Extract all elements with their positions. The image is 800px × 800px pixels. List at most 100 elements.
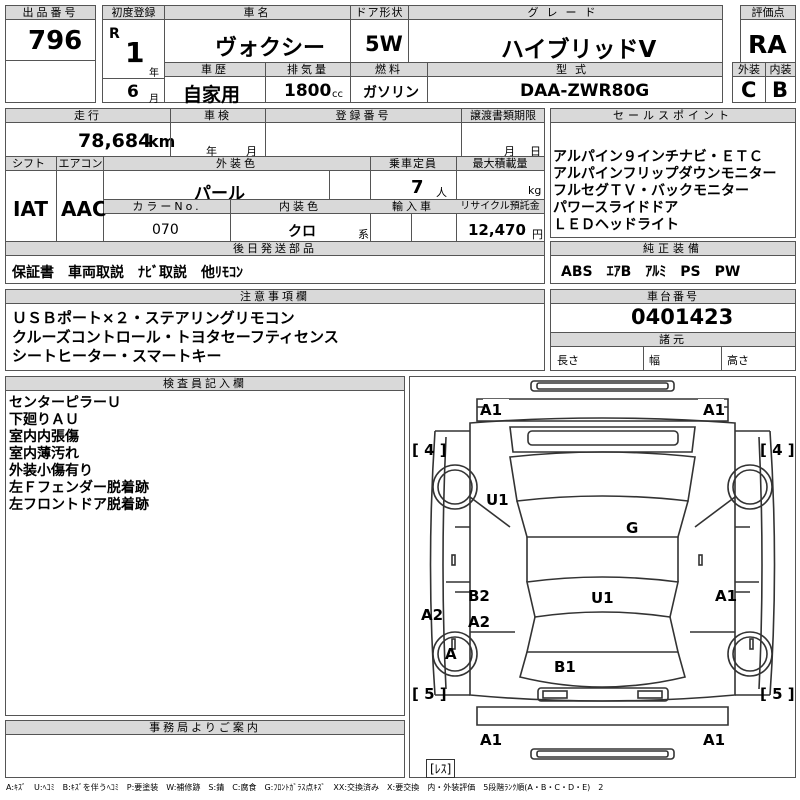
- import-label: 輸入車: [370, 199, 456, 214]
- notes-box: 注意事項欄 ＵＳＢポート×２・ステアリングリモコン クルーズコントロール・トヨタ…: [5, 289, 545, 371]
- details-block: 走行 78,684 km 車検 年 月 登録番号 譲渡書類期限 月 日 シフト …: [5, 108, 545, 284]
- damage-mark: A2: [468, 613, 491, 631]
- damage-mark: B1: [554, 658, 576, 676]
- inspector-box: 検査員記入欄 センターピラーＵ 下廻りＡＵ 室内内張傷 室内薄汚れ 外装小傷有り…: [5, 376, 405, 716]
- shift: IAT: [13, 197, 49, 221]
- damage-mark: A1: [480, 401, 503, 419]
- damage-mark: A1: [715, 587, 738, 605]
- displacement-box: 排気量 1800 cc: [265, 62, 351, 103]
- fuel-label: 燃料: [351, 63, 427, 77]
- note-line: ＵＳＢポート×２・ステアリングリモコン: [12, 309, 295, 327]
- shift-label: シフト: [6, 157, 57, 171]
- inspector-line: 室内内張傷: [9, 429, 79, 445]
- grade: ハイブリッドV: [501, 37, 657, 63]
- lot-number-label: 出品番号: [6, 6, 95, 20]
- model-box: 型式 DAA-ZWR80G: [427, 62, 723, 103]
- chassis-number: 0401423: [631, 305, 734, 329]
- displacement: 1800: [284, 81, 332, 101]
- fuel: ガソリン: [363, 85, 419, 101]
- inspector-line: 左Ｆフェンダー脱着跡: [9, 480, 149, 496]
- interior-color-label: 内装色: [230, 199, 370, 214]
- note-line: クルーズコントロール・トヨタセーフティセンス: [12, 328, 339, 346]
- sales-point: パワースライドドア: [553, 200, 679, 216]
- damage-mark: [ 5 ]: [412, 685, 447, 703]
- damage-mark: [ 5 ]: [760, 685, 795, 703]
- damage-mark: A2: [421, 606, 444, 624]
- car-name-box: 車名 ヴォクシー: [164, 5, 351, 63]
- km-unit: km: [148, 132, 176, 151]
- model-label: 型式: [428, 63, 722, 77]
- inspector-line: 左フロントドア脱着跡: [9, 497, 149, 513]
- damage-mark: [ 4 ]: [760, 441, 795, 459]
- sales-point: アルパインフリップダウンモニター: [553, 166, 777, 182]
- max-load-label: 最大積載量: [456, 157, 544, 171]
- model-code: DAA-ZWR80G: [520, 81, 650, 101]
- registration-number-label: 登録番号: [266, 109, 461, 123]
- inspector-label: 検査員記入欄: [6, 377, 404, 391]
- office-box: 事務局よりご案内: [5, 720, 405, 778]
- width-label: 幅: [649, 354, 660, 367]
- fuel-box: 燃料 ガソリン: [350, 62, 428, 103]
- sales-point: アルパイン９インチナビ・ＥＴＣ: [553, 149, 763, 165]
- interior-color: クロ: [288, 224, 316, 240]
- height-label: 高さ: [727, 354, 749, 367]
- damage-mark: U1: [486, 491, 509, 509]
- interior-grade: B: [772, 78, 789, 102]
- mileage-label: 走行: [6, 109, 170, 123]
- month-unit: 月: [149, 94, 159, 105]
- exterior-grade-box: 外装 C: [732, 62, 766, 103]
- door-label: ドア形状: [351, 6, 408, 20]
- capacity: 7: [411, 177, 424, 198]
- notes-list: ＵＳＢポート×２・ステアリングリモコン クルーズコントロール・トヨタセーフティセ…: [12, 309, 339, 366]
- color-family-unit: 系: [358, 228, 369, 241]
- inspector-notes: センターピラーＵ 下廻りＡＵ 室内内張傷 室内薄汚れ 外装小傷有り 左Ｆフェンダ…: [9, 395, 149, 514]
- history-label: 車歴: [165, 63, 265, 77]
- notes-label: 注意事項欄: [6, 290, 544, 304]
- aircon: AAC: [61, 197, 107, 221]
- damage-mark: A1: [703, 731, 726, 749]
- inspection-month-unit: 月: [246, 145, 257, 158]
- lot-blank-box: [5, 60, 96, 103]
- registration-month: 6: [127, 82, 139, 102]
- office-label: 事務局よりご案内: [6, 721, 404, 735]
- exterior-color-label: 外装色: [104, 157, 370, 171]
- inspector-line: 室内薄汚れ: [9, 446, 79, 462]
- yen-unit: 円: [532, 228, 543, 241]
- car-name: ヴォクシー: [215, 36, 326, 61]
- damage-mark: A1: [480, 731, 503, 749]
- lot-number-box: 出品番号 796: [5, 5, 96, 61]
- kg-unit: kg: [528, 184, 542, 197]
- damage-mark: [ 4 ]: [412, 441, 447, 459]
- dimensions-label: 諸元: [551, 332, 795, 347]
- sales-point: ＬＥＤヘッドライト: [553, 217, 679, 233]
- exterior-grade: C: [741, 78, 757, 102]
- sales-points-box: セールスポイント アルパイン９インチナビ・ＥＴＣ アルパインフリップダウンモニタ…: [550, 108, 796, 238]
- inspector-line: 外装小傷有り: [9, 463, 93, 479]
- score: RA: [748, 30, 787, 59]
- inspector-line: センターピラーＵ: [9, 395, 121, 411]
- mileage: 78,684: [78, 130, 152, 152]
- transfer-day-unit: 日: [530, 145, 541, 158]
- sales-points-label: セールスポイント: [551, 109, 795, 123]
- car-outline: [429, 380, 776, 760]
- recycle-label: リサイクル預託金: [456, 199, 544, 214]
- standard-equipment-label: 純正装備: [551, 242, 795, 256]
- legend: A:ｷｽﾞ U:ﾍｺﾐ B:ｷｽﾞを伴うﾍｺﾐ P:要塗装 W:補修跡 S:錆 …: [6, 783, 604, 792]
- note-line: シートヒーター・スマートキー: [12, 347, 222, 365]
- history: 自家用: [183, 84, 241, 106]
- damage-diagram: A1 A1 [ 4 ] [ 4 ] U1 G B2 A2 U1 A1 A2 A …: [409, 376, 796, 778]
- aircon-label: エアコン: [57, 157, 104, 171]
- score-box: 評価点 RA: [740, 5, 796, 63]
- damage-mark: A1: [703, 401, 726, 419]
- first-registration-box: 初度登録 R 1 年 6 月: [102, 5, 165, 105]
- transfer-document-label: 譲渡書類期限: [462, 109, 544, 123]
- damage-mark: G: [626, 519, 639, 537]
- inspection-year-unit: 年: [206, 145, 217, 158]
- color-number-label: カラーNo.: [104, 199, 230, 214]
- era: R: [109, 26, 120, 42]
- inspection-label: 車検: [171, 109, 265, 123]
- sales-point: フルセグＴＶ・バックモニター: [553, 183, 749, 199]
- door-type: 5W: [365, 32, 403, 56]
- recycle-fee: 12,470: [468, 221, 526, 239]
- year-unit: 年: [149, 68, 159, 79]
